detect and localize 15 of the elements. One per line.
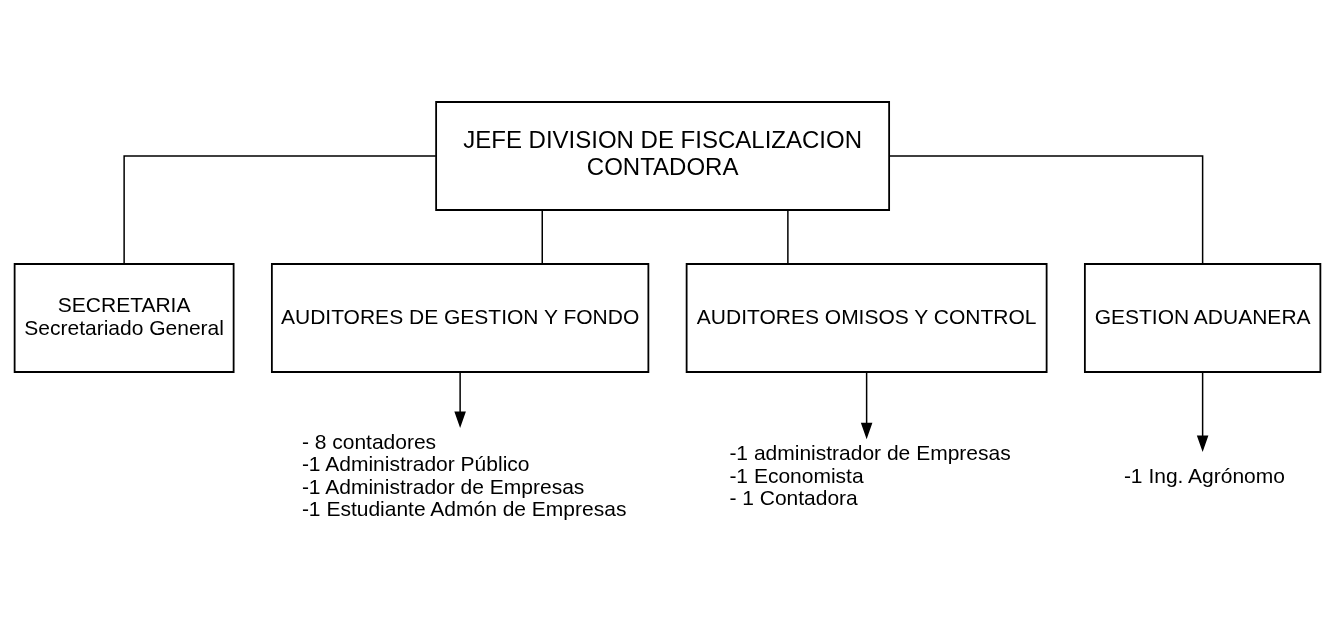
arrow bbox=[860, 371, 873, 439]
node-text: - 8 contadores -1 Administrador Público -1 Administrador de Empresas -1 Estudiante Admón de Empresas bbox=[301, 429, 627, 520]
node-text: -1 Ing. Agrónomo bbox=[1123, 463, 1285, 487]
node-box: SECRETARIA Secretariado General bbox=[13, 262, 235, 373]
connector bbox=[541, 209, 543, 264]
arrow bbox=[1196, 371, 1209, 452]
node-box: AUDITORES DE GESTION Y FONDO bbox=[271, 262, 650, 373]
node-box: AUDITORES OMISOS Y CONTROL bbox=[685, 262, 1048, 373]
connector bbox=[123, 154, 437, 264]
connector bbox=[888, 154, 1204, 264]
connector bbox=[787, 209, 789, 264]
node-box: JEFE DIVISION DE FISCALIZACION CONTADORA bbox=[435, 100, 891, 211]
node-box: GESTION ADUANERA bbox=[1084, 262, 1322, 373]
arrow bbox=[454, 371, 466, 428]
node-text: -1 administrador de Empresas -1 Economista - 1 Contadora bbox=[729, 440, 1011, 509]
